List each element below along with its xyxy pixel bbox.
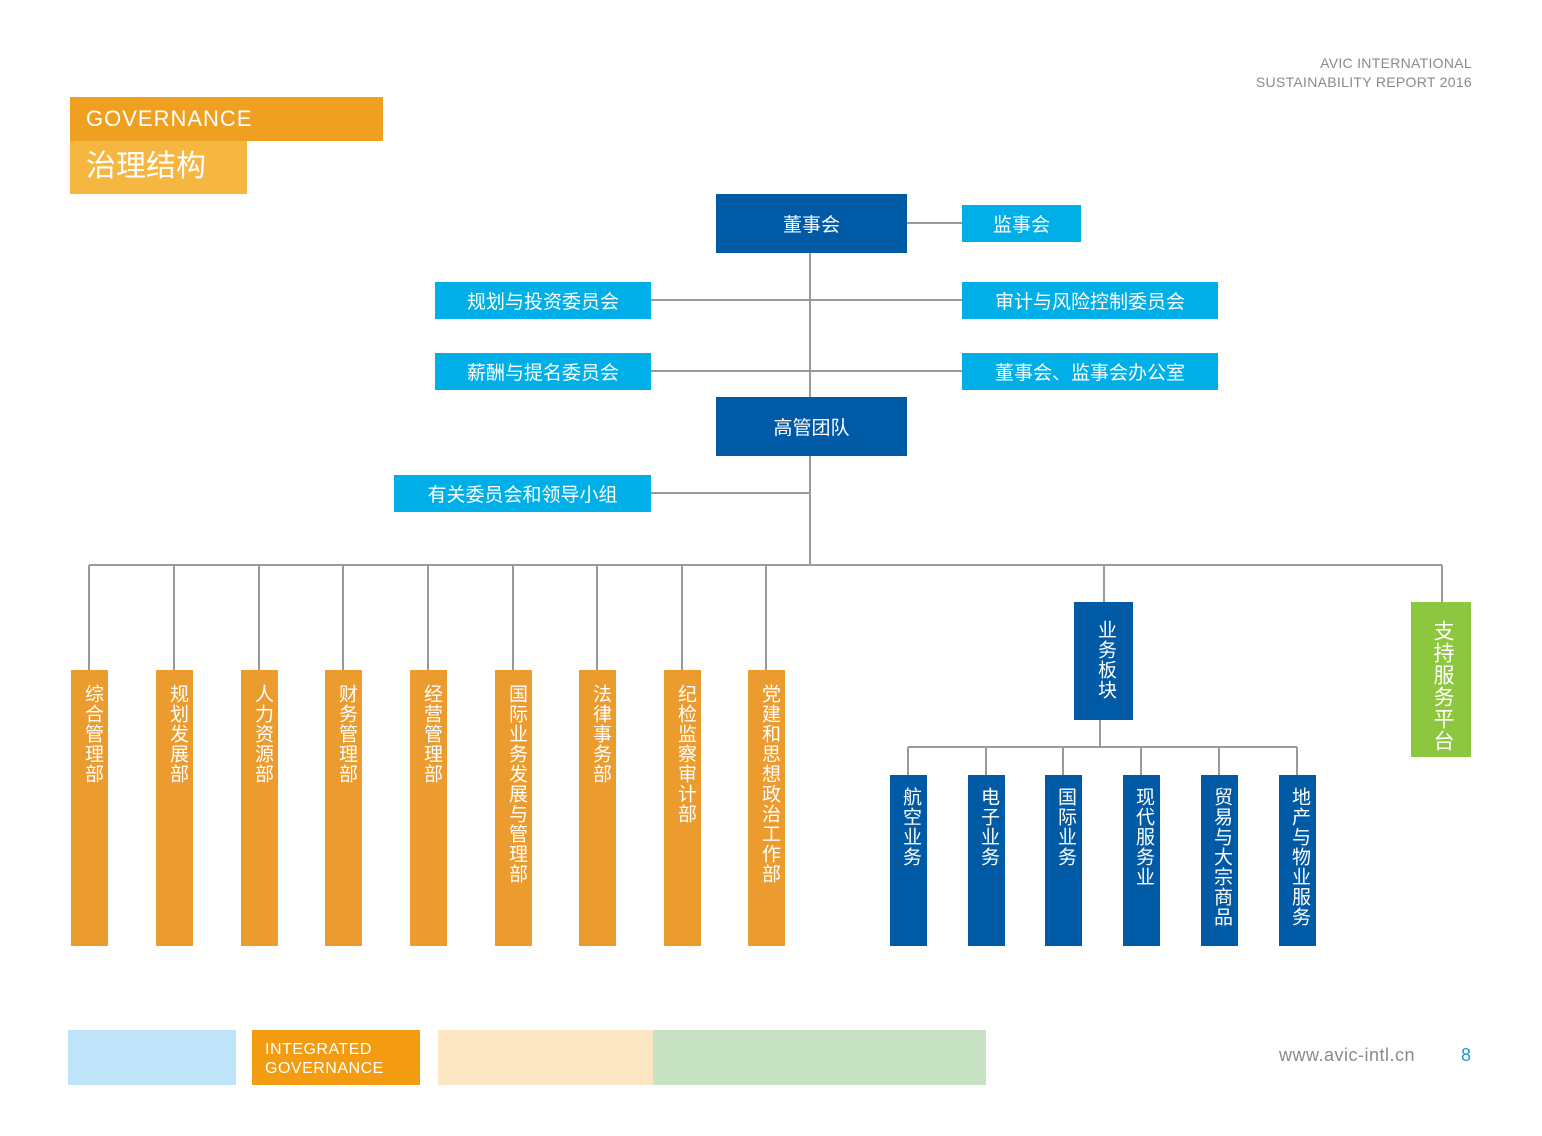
footer-tab-cream[interactable]	[438, 1030, 653, 1085]
dept-5: 国际业务发展与管理部	[495, 670, 532, 946]
footer-tab-blue[interactable]	[68, 1030, 236, 1085]
business-1: 电子业务	[968, 775, 1005, 946]
dept-3: 财务管理部	[325, 670, 362, 946]
node-business-segment: 业务板块	[1074, 602, 1133, 720]
dept-0: 综合管理部	[71, 670, 108, 946]
node-supervisory: 监事会	[962, 205, 1081, 242]
dept-2: 人力资源部	[241, 670, 278, 946]
dept-6: 法律事务部	[579, 670, 616, 946]
dept-7: 纪检监察审计部	[664, 670, 701, 946]
node-related-committees: 有关委员会和领导小组	[394, 475, 651, 512]
node-audit-committee: 审计与风险控制委员会	[962, 282, 1218, 319]
section-title-en: GOVERNANCE STUCTURE	[70, 97, 383, 175]
node-board: 董事会	[716, 194, 907, 253]
node-board-office: 董事会、监事会办公室	[962, 353, 1218, 390]
footer-tab-line1: INTEGRATED	[265, 1041, 372, 1058]
footer-url[interactable]: www.avic-intl.cn	[1279, 1045, 1416, 1065]
business-4: 贸易与大宗商品	[1201, 775, 1238, 946]
node-support-platform: 支持服务平台	[1411, 602, 1471, 757]
dept-1: 规划发展部	[156, 670, 193, 946]
business-2: 国际业务	[1045, 775, 1082, 946]
footer-tab-green[interactable]	[653, 1030, 986, 1085]
page-number: 8	[1461, 1045, 1472, 1065]
report-header-line2: SUSTAINABILITY REPORT 2016	[1255, 74, 1472, 90]
node-planning-committee: 规划与投资委员会	[435, 282, 651, 319]
report-header: AVIC INTERNATIONAL SUSTAINABILITY REPORT…	[1256, 54, 1472, 92]
report-header-line1: AVIC INTERNATIONAL	[1320, 55, 1472, 71]
business-5: 地产与物业服务	[1279, 775, 1316, 946]
business-3: 现代服务业	[1123, 775, 1160, 946]
dept-4: 经营管理部	[410, 670, 447, 946]
footer-tab-line2: GOVERNANCE	[265, 1060, 384, 1077]
node-remuneration-committee: 薪酬与提名委员会	[435, 353, 651, 390]
section-title-cn: 治理结构	[70, 141, 247, 194]
footer-tab-integrated-governance[interactable]: INTEGRATED GOVERNANCE	[252, 1030, 420, 1085]
business-0: 航空业务	[890, 775, 927, 946]
dept-8: 党建和思想政治工作部	[748, 670, 785, 946]
node-senior-management: 高管团队	[716, 397, 907, 456]
